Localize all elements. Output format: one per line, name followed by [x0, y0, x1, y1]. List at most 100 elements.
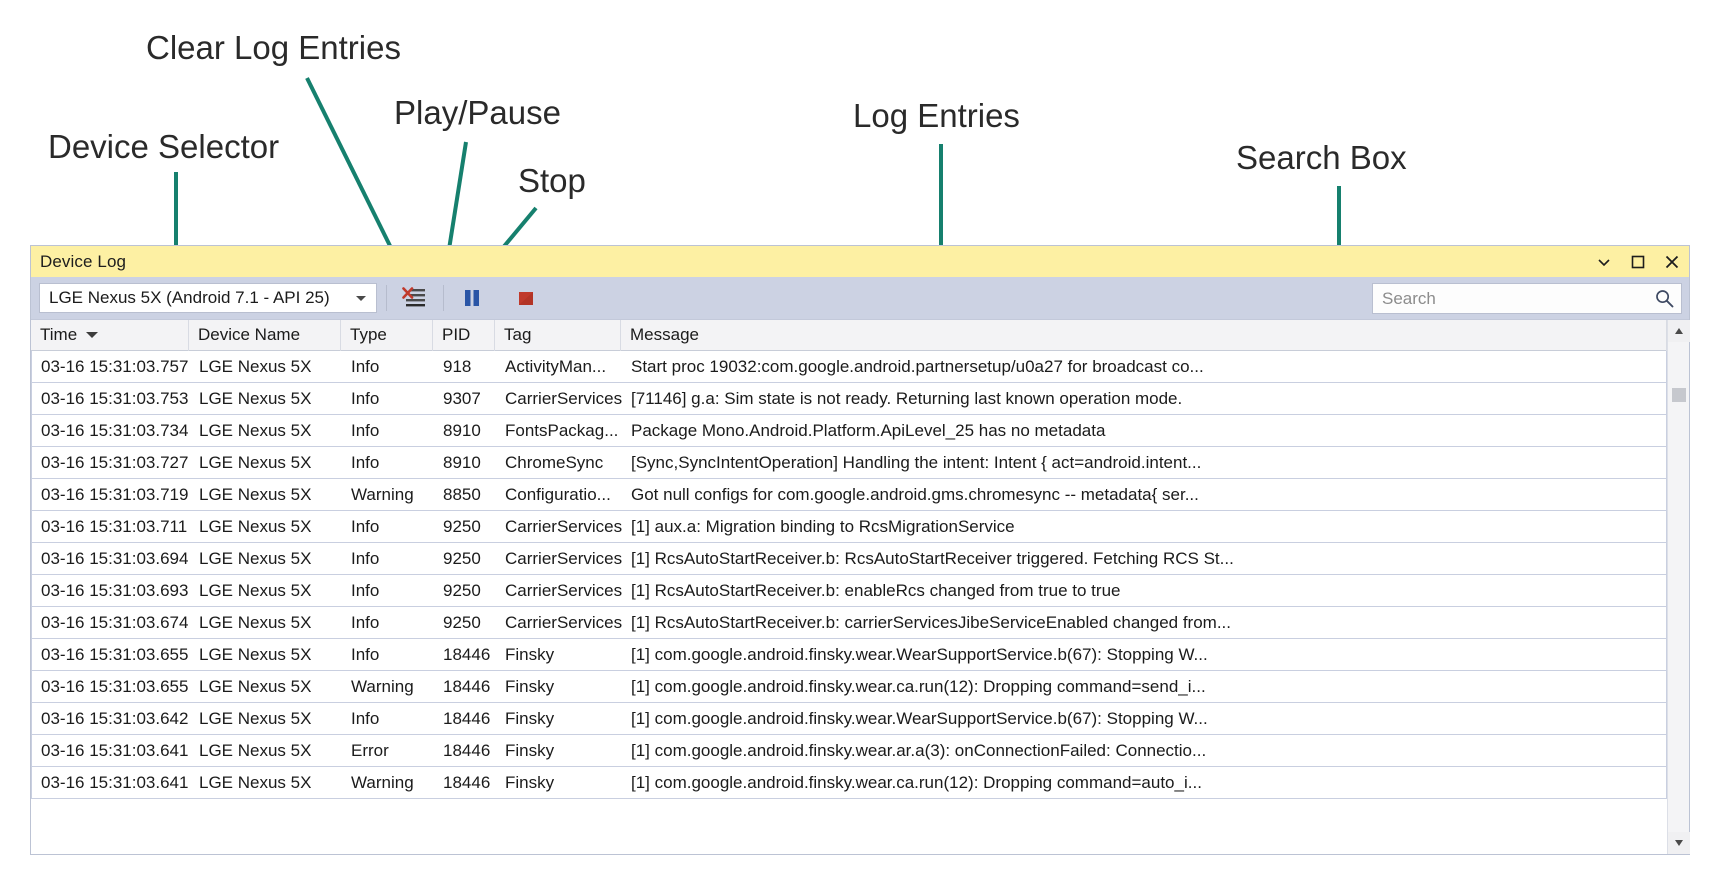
- cell-device: LGE Nexus 5X: [199, 740, 312, 760]
- callout-clear-log-entries: Clear Log Entries: [146, 29, 401, 66]
- triangle-up-icon: [1674, 328, 1683, 334]
- grid-header-row: Time Device Name Type PID Tag: [31, 320, 1667, 351]
- device-selector-value: LGE Nexus 5X (Android 7.1 - API 25): [49, 288, 330, 307]
- window-title: Device Log: [40, 251, 127, 271]
- cell-tag: Finsky: [505, 676, 555, 696]
- cell-device: LGE Nexus 5X: [199, 516, 312, 536]
- cell-device: LGE Nexus 5X: [199, 708, 312, 728]
- cell-pid: 18446: [443, 644, 491, 664]
- scrollbar-track[interactable]: [1668, 342, 1690, 832]
- cell-message: Got null configs for com.google.android.…: [631, 484, 1199, 504]
- cell-device: LGE Nexus 5X: [199, 420, 312, 440]
- cell-type: Warning: [351, 772, 414, 792]
- maximize-icon[interactable]: [1629, 253, 1647, 271]
- cell-time: 03-16 15:31:03.694: [41, 548, 189, 568]
- cell-device: LGE Nexus 5X: [199, 548, 312, 568]
- scrollbar-thumb[interactable]: [1671, 388, 1686, 402]
- stop-button[interactable]: [507, 282, 545, 314]
- cell-device: LGE Nexus 5X: [199, 676, 312, 696]
- cell-message: [1] RcsAutoStartReceiver.b: RcsAutoStart…: [631, 548, 1234, 568]
- log-grid: Time Device Name Type PID Tag: [31, 320, 1667, 854]
- callout-device-selector: Device Selector: [48, 128, 280, 165]
- cell-pid: 8910: [443, 420, 481, 440]
- window-titlebar: Device Log: [31, 246, 1689, 277]
- device-selector-combobox[interactable]: LGE Nexus 5X (Android 7.1 - API 25): [39, 283, 377, 313]
- cell-pid: 8850: [443, 484, 481, 504]
- column-header-message[interactable]: Message: [621, 320, 1667, 351]
- cell-time: 03-16 15:31:03.641: [41, 772, 189, 792]
- search-input[interactable]: [1373, 284, 1647, 313]
- cell-time: 03-16 15:31:03.734: [41, 420, 189, 440]
- cell-pid: 18446: [443, 772, 491, 792]
- cell-time: 03-16 15:31:03.655: [41, 676, 189, 696]
- cell-tag: Finsky: [505, 644, 555, 664]
- search-box[interactable]: [1372, 283, 1682, 314]
- cell-tag: Finsky: [505, 708, 555, 728]
- column-header-tag[interactable]: Tag: [495, 320, 621, 351]
- magnifier-icon[interactable]: [1647, 284, 1681, 313]
- cell-time: 03-16 15:31:03.727: [41, 452, 189, 472]
- cell-time: 03-16 15:31:03.641: [41, 740, 189, 760]
- cell-tag: CarrierServices: [505, 516, 622, 536]
- cell-time: 03-16 15:31:03.753: [41, 388, 189, 408]
- clear-log-icon: [402, 287, 425, 307]
- cell-message: [1] RcsAutoStartReceiver.b: carrierServi…: [631, 612, 1231, 632]
- cell-message: [1] aux.a: Migration binding to RcsMigra…: [631, 516, 1015, 536]
- cell-time: 03-16 15:31:03.693: [41, 580, 189, 600]
- column-header-tag-label: Tag: [504, 325, 532, 344]
- cell-device: LGE Nexus 5X: [199, 484, 312, 504]
- cell-device: LGE Nexus 5X: [199, 356, 312, 376]
- column-header-time[interactable]: Time: [31, 320, 189, 351]
- cell-tag: CarrierServices: [505, 548, 622, 568]
- cell-device: LGE Nexus 5X: [199, 644, 312, 664]
- cell-type: Info: [351, 356, 380, 376]
- cell-pid: 9250: [443, 516, 481, 536]
- chevron-down-icon[interactable]: [1595, 253, 1613, 271]
- stop-icon: [519, 292, 533, 305]
- cell-tag: CarrierServices: [505, 388, 622, 408]
- scroll-down-button[interactable]: [1667, 832, 1690, 854]
- column-header-device-name[interactable]: Device Name: [189, 320, 341, 351]
- sort-descending-icon: [86, 332, 99, 338]
- cell-time: 03-16 15:31:03.711: [41, 516, 188, 536]
- cell-type: Error: [351, 740, 389, 760]
- cell-tag: Finsky: [505, 740, 555, 760]
- cell-time: 03-16 15:31:03.655: [41, 644, 189, 664]
- cell-tag: ChromeSync: [505, 452, 604, 472]
- column-header-time-label: Time: [40, 325, 78, 344]
- toolbar-separator-2: [443, 285, 444, 311]
- close-icon[interactable]: [1663, 253, 1681, 271]
- cell-time: 03-16 15:31:03.674: [41, 612, 189, 632]
- callout-log-entries: Log Entries: [853, 97, 1020, 134]
- column-header-pid[interactable]: PID: [433, 320, 495, 351]
- clear-log-button[interactable]: [396, 282, 434, 314]
- cell-pid: 9250: [443, 548, 481, 568]
- cell-pid: 918: [443, 356, 472, 376]
- pause-button[interactable]: [453, 282, 491, 314]
- cell-tag: CarrierServices: [505, 612, 622, 632]
- scroll-up-button[interactable]: [1667, 320, 1690, 342]
- pause-icon: [465, 290, 479, 306]
- vertical-scrollbar[interactable]: [1667, 320, 1690, 854]
- cell-pid: 9307: [443, 388, 481, 408]
- cell-tag: Configuratio...: [505, 484, 611, 504]
- column-header-type[interactable]: Type: [341, 320, 433, 351]
- cell-device: LGE Nexus 5X: [199, 612, 312, 632]
- cell-type: Info: [351, 420, 380, 440]
- window-controls: [1595, 246, 1681, 277]
